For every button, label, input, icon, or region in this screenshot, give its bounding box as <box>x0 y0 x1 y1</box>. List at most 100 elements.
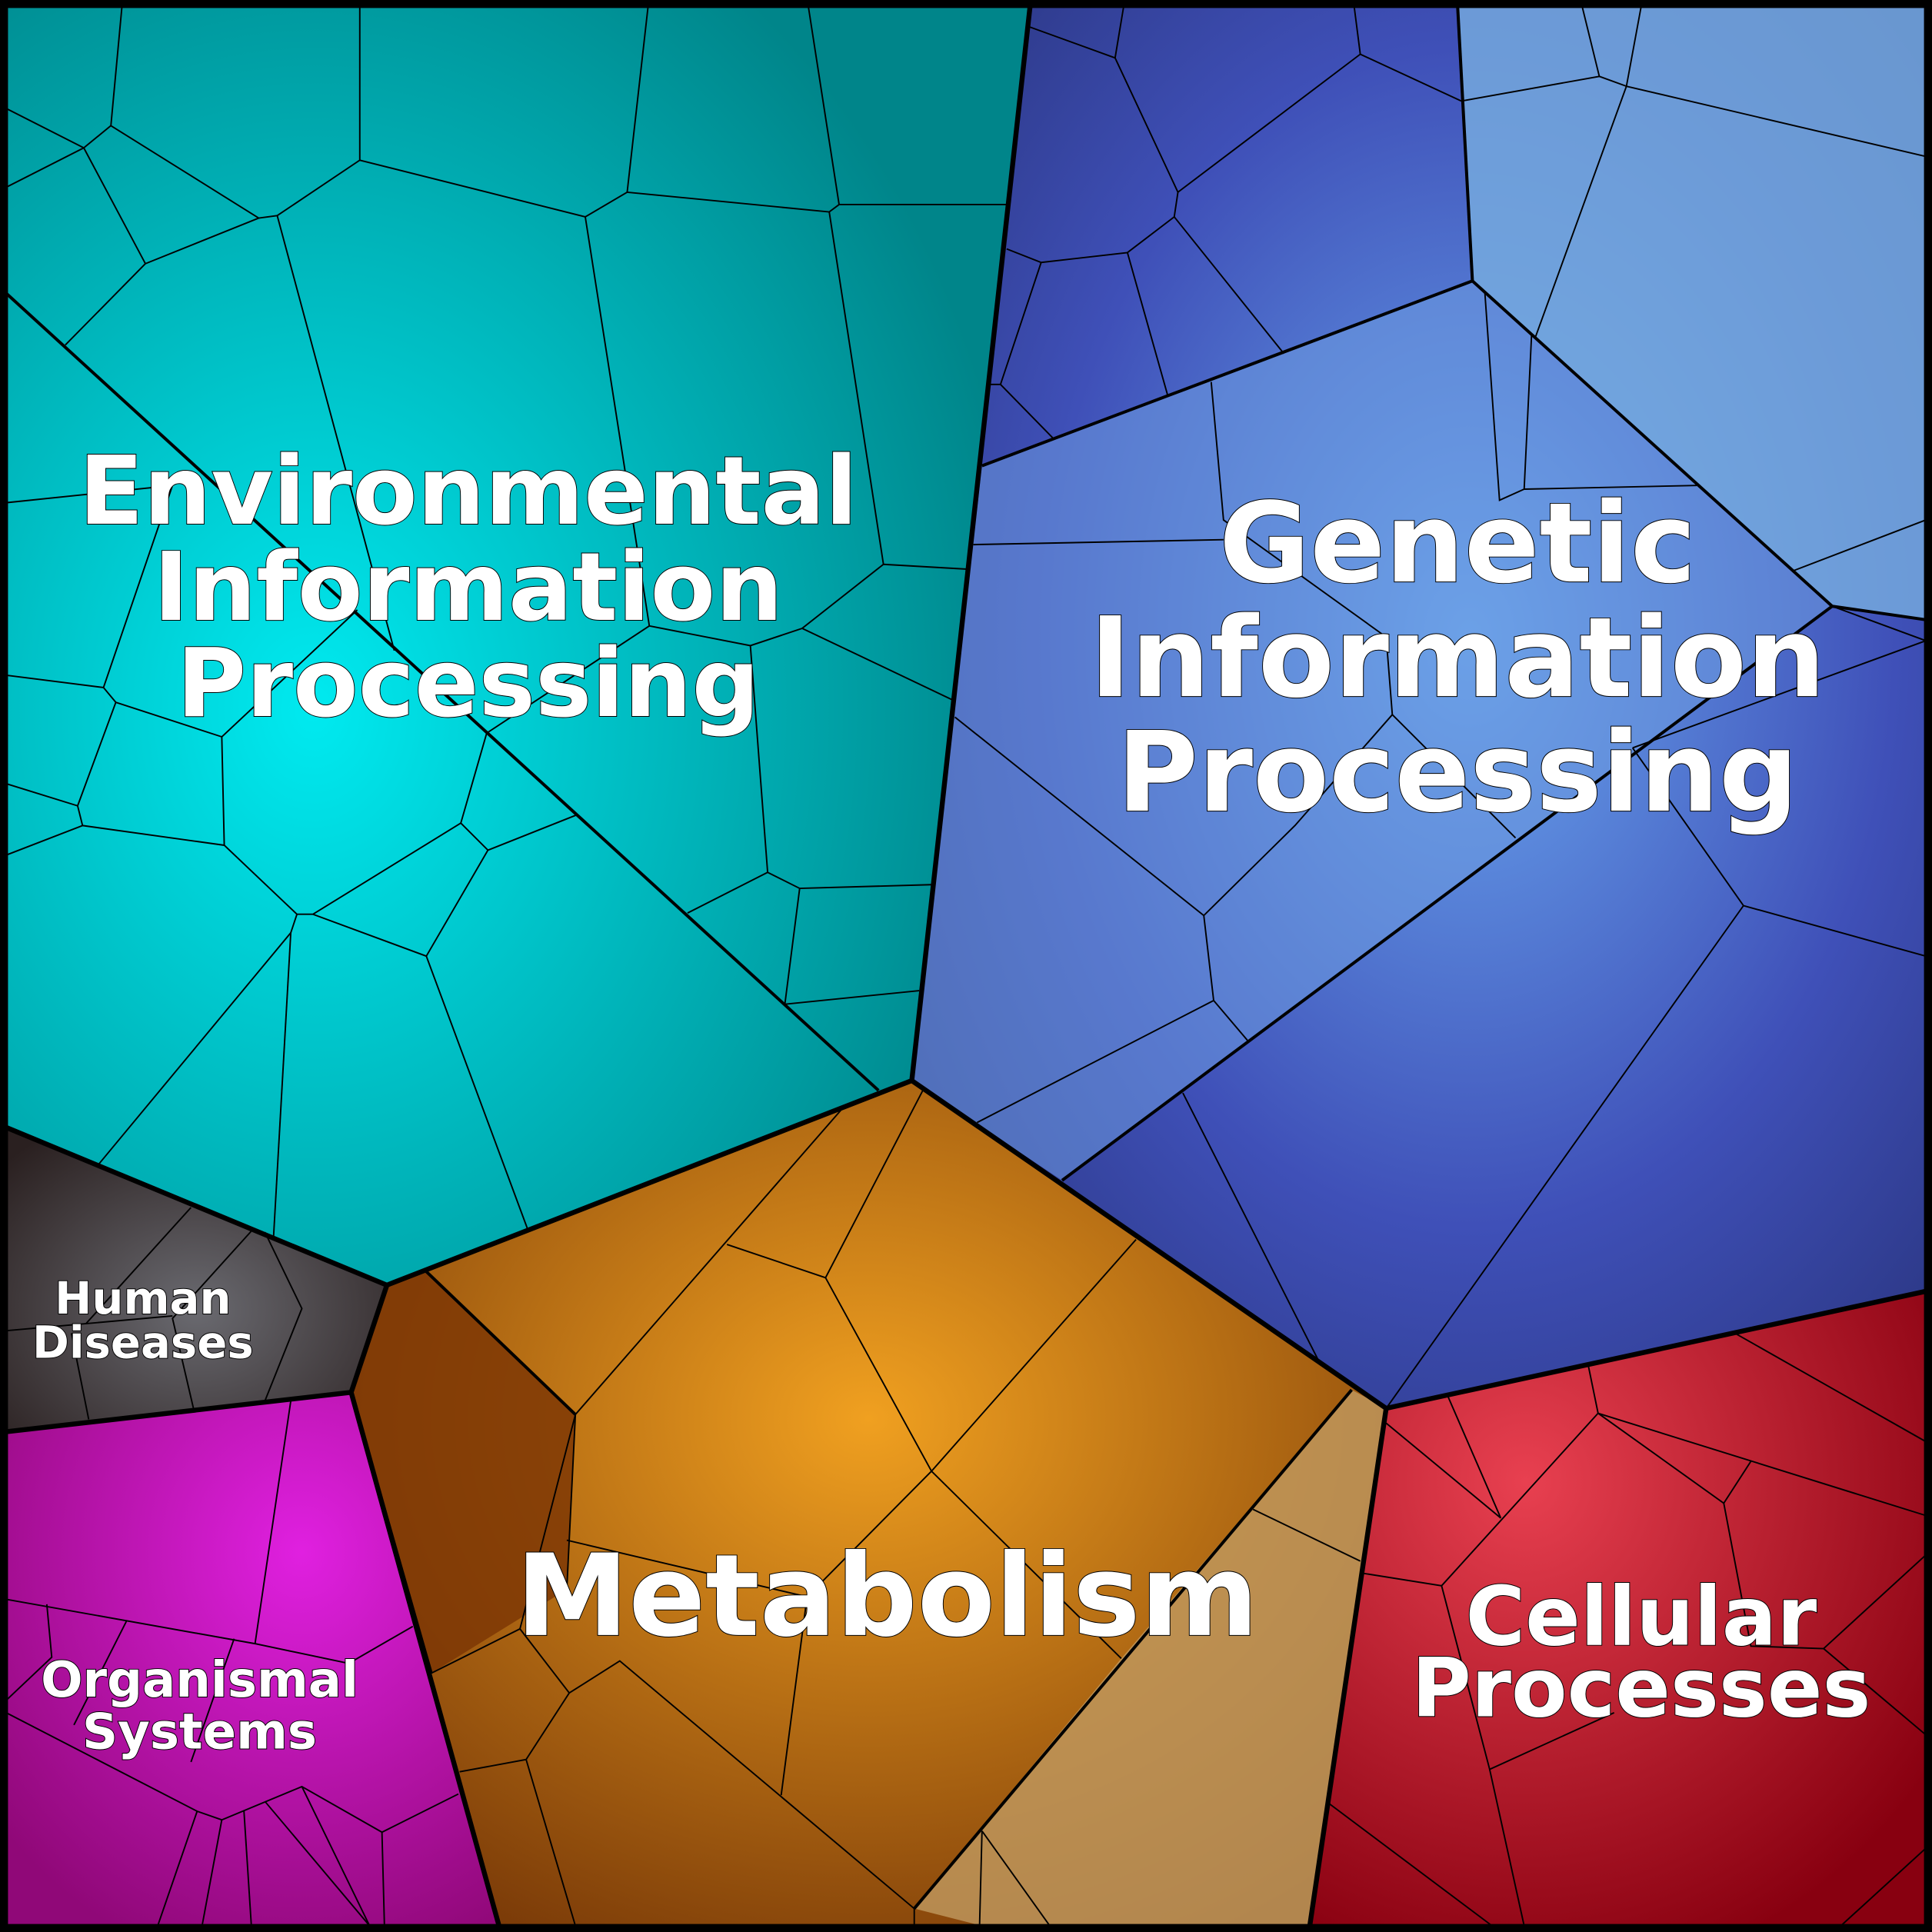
label-line: Systems <box>82 1704 317 1760</box>
cell-border <box>1182 1092 1322 1366</box>
cell-border <box>575 1104 846 1415</box>
cell-border <box>5 5 123 149</box>
cell-border <box>981 1830 1051 1927</box>
label-line: Diseases <box>32 1316 254 1368</box>
cell-border <box>5 1315 173 1332</box>
region-genetic-light <box>1457 6 1926 620</box>
cell-border <box>978 1830 983 1927</box>
label-line: Metabolism <box>516 1530 1259 1662</box>
cell-border <box>190 1638 235 1763</box>
cell-border <box>565 1414 577 1590</box>
cell-border <box>1006 57 1179 264</box>
cell-border <box>264 1800 371 1927</box>
cell-border <box>1823 1647 1927 1736</box>
cell-border <box>1484 291 1533 501</box>
cell-border <box>1597 1412 1927 1517</box>
subgroup-borders <box>5 5 1927 1910</box>
cell-border <box>954 716 1204 917</box>
cell-borders <box>5 5 1927 1927</box>
cell-border <box>5 291 880 1092</box>
cell-border <box>1210 381 1387 638</box>
cell-border <box>585 216 969 647</box>
cell-border <box>1723 1503 1927 1650</box>
region-metabolism-dark <box>351 1271 576 1674</box>
cell-border <box>301 1786 371 1927</box>
cell-border <box>807 5 840 205</box>
cell-border <box>221 609 358 738</box>
region-organismal[interactable] <box>6 1392 499 1926</box>
cell-border <box>1252 1508 1361 1562</box>
cell-border <box>1385 1422 1501 1519</box>
cell-border <box>1126 252 1169 398</box>
cell-border <box>1734 1332 1927 1443</box>
cell-border <box>272 932 292 1237</box>
cell-border <box>1329 1803 1493 1927</box>
cell-border <box>425 849 489 957</box>
cell-border <box>931 1471 1122 1660</box>
cell-border <box>1385 904 1744 1409</box>
cell-border <box>1831 605 1927 641</box>
cell-border <box>1061 605 1834 1182</box>
cell-border <box>5 147 85 188</box>
region-cellular[interactable] <box>1309 1291 1926 1926</box>
cell-border <box>913 1388 1353 1910</box>
cell-border <box>1488 1769 1525 1927</box>
cell-border <box>1794 519 1927 571</box>
cell-border <box>425 1270 577 1416</box>
cell-border <box>1173 216 1285 355</box>
cell-border <box>264 1231 303 1401</box>
cell-border <box>525 1759 577 1927</box>
label-line: Information <box>1090 594 1826 723</box>
cell-border <box>1840 1847 1927 1927</box>
cell-border <box>70 1333 90 1420</box>
cell-border <box>381 1832 385 1927</box>
cell-border <box>65 263 146 346</box>
label-line: Environmental <box>78 437 858 547</box>
region-metabolism-tan <box>914 1390 1387 1926</box>
cell-border <box>976 1000 1214 1124</box>
cell-border <box>276 215 395 651</box>
cell-border <box>243 1810 252 1927</box>
region-environmental[interactable] <box>6 6 1031 1285</box>
label-line: Cellular <box>1466 1570 1817 1664</box>
cell-border <box>1534 85 1627 338</box>
cell-border <box>1587 1364 1752 1504</box>
cell-border <box>5 782 78 807</box>
cell-border <box>519 1414 577 1630</box>
region-human-diseases[interactable] <box>6 1127 388 1432</box>
cell-border <box>359 5 649 218</box>
cell-border <box>1360 53 1462 102</box>
cell-border <box>568 1660 915 1910</box>
cell-border <box>460 625 650 851</box>
cell-border <box>1456 5 1474 281</box>
cell-border <box>780 1597 808 1796</box>
cell-border <box>973 538 1224 546</box>
cell-border <box>254 1401 414 1664</box>
label-line: Genetic <box>1219 479 1696 608</box>
cell-border <box>1364 1412 1599 1587</box>
cell-border <box>85 1207 192 1324</box>
cell-border <box>828 212 884 565</box>
cell-border <box>157 1810 198 1927</box>
cell-border <box>5 701 117 856</box>
cell-border <box>566 1471 932 1598</box>
cell-border <box>5 1604 53 1701</box>
cell-border <box>83 125 261 265</box>
cell-border <box>749 645 932 890</box>
cell-border <box>1524 485 1697 490</box>
cell-border <box>5 1711 459 1834</box>
cell-border <box>1447 1395 1502 1519</box>
cell-border <box>258 6 361 219</box>
cell-border <box>1626 85 1927 158</box>
label-line: Processing <box>177 629 760 739</box>
label-line: Organismal <box>41 1652 358 1709</box>
cell-border <box>687 871 768 914</box>
cell-border <box>1632 640 1927 749</box>
